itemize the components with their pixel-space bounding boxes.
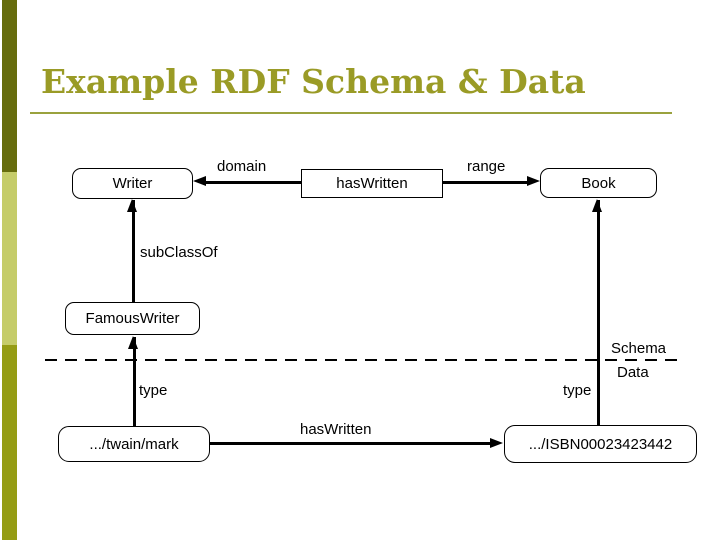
type-arrow-line-right bbox=[597, 200, 600, 426]
subclassof-edge-label: subClassOf bbox=[140, 244, 218, 261]
sidebar-accent-middle bbox=[2, 172, 17, 345]
type-arrow-line-left bbox=[133, 337, 136, 427]
type-arrowhead-left-icon bbox=[128, 336, 138, 349]
isbn-instance-node: .../ISBN00023423442 bbox=[504, 425, 697, 463]
haswritten-instance-edge-label: hasWritten bbox=[300, 421, 372, 438]
haswritten-property-node: hasWritten bbox=[301, 169, 443, 198]
type-edge-label-left: type bbox=[139, 382, 168, 399]
sidebar-accent-bottom bbox=[2, 345, 17, 540]
sidebar-accent-top bbox=[2, 0, 17, 172]
haswritten-instance-arrow-line bbox=[210, 442, 493, 445]
haswritten-instance-arrowhead-icon bbox=[490, 438, 503, 448]
haswritten-property-label: hasWritten bbox=[336, 175, 408, 192]
subclassof-arrow-line bbox=[132, 200, 135, 302]
subclassof-arrowhead-icon bbox=[127, 199, 137, 212]
twain-instance-label: .../twain/mark bbox=[89, 435, 179, 453]
writer-class-label: Writer bbox=[112, 175, 153, 192]
type-arrowhead-right-icon bbox=[592, 199, 602, 212]
schema-data-divider bbox=[45, 359, 685, 361]
schema-layer-label: Schema bbox=[611, 340, 667, 357]
range-arrow-line bbox=[443, 181, 530, 184]
range-arrowhead-icon bbox=[527, 176, 540, 186]
isbn-instance-label: .../ISBN00023423442 bbox=[528, 435, 673, 453]
writer-class-node: Writer bbox=[72, 168, 193, 199]
domain-edge-label: domain bbox=[217, 158, 267, 175]
twain-instance-node: .../twain/mark bbox=[58, 426, 210, 462]
book-class-node: Book bbox=[540, 168, 657, 198]
type-edge-label-right: type bbox=[563, 382, 592, 399]
title-underline bbox=[30, 112, 672, 114]
famouswriter-class-node: FamousWriter bbox=[65, 302, 200, 335]
data-layer-label: Data bbox=[617, 364, 649, 381]
domain-arrow-line bbox=[204, 181, 302, 184]
famouswriter-class-label: FamousWriter bbox=[85, 310, 180, 327]
slide-title: Example RDF Schema & Data bbox=[41, 62, 586, 101]
book-class-label: Book bbox=[581, 174, 616, 192]
range-edge-label: range bbox=[467, 158, 506, 175]
domain-arrowhead-icon bbox=[193, 176, 206, 186]
